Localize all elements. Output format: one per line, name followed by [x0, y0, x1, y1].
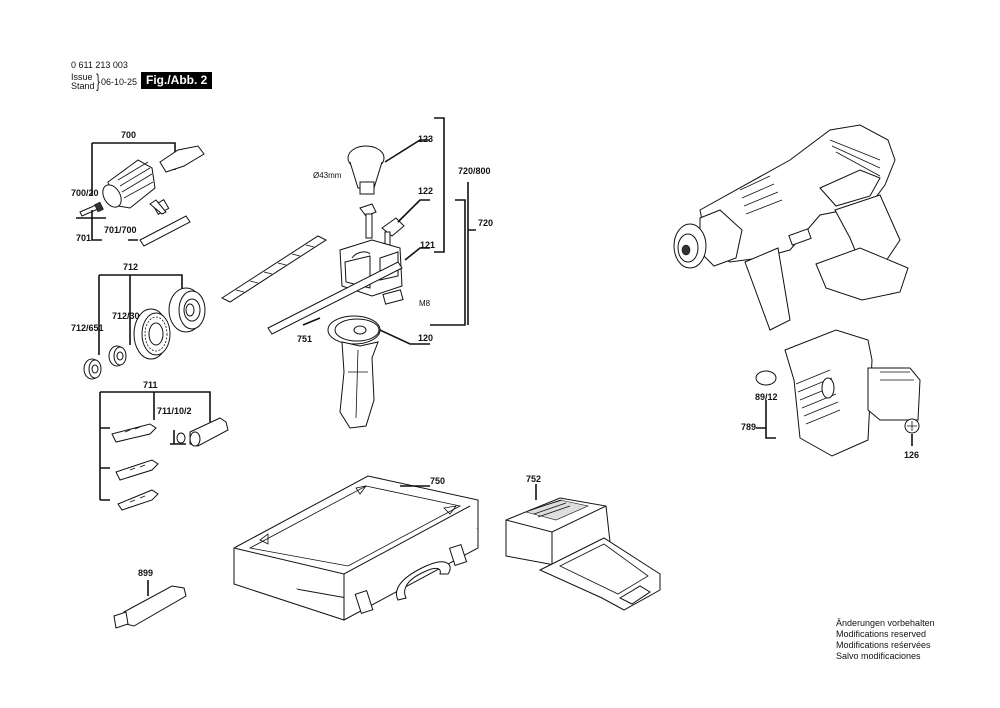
callout-712: 712: [123, 262, 138, 272]
part-750-carrying-case[interactable]: [233, 475, 479, 621]
part-700-drill-chuck[interactable]: [91, 142, 205, 216]
issue-label: Issue: [71, 72, 93, 82]
callout-720: 720: [478, 218, 493, 228]
callout-899: 899: [138, 568, 153, 578]
part-712-651-washers[interactable]: [83, 345, 127, 380]
callout-750: 750: [430, 476, 445, 486]
callout-701: 701: [76, 233, 91, 243]
callout-123: 123: [418, 134, 433, 144]
part-711-10-2-holder[interactable]: [170, 417, 229, 447]
callout-720-800: 720/800: [458, 166, 491, 176]
callout-700: 700: [121, 130, 136, 140]
part-123-clamp-band[interactable]: [347, 139, 430, 195]
callout-122: 122: [418, 186, 433, 196]
part-126-screw[interactable]: [904, 418, 920, 446]
callout-789: 789: [741, 422, 756, 432]
callout-711-10-2: 711/10/2: [157, 406, 192, 416]
callout-89-12: 89/12: [755, 392, 778, 402]
part-120-side-handle[interactable]: [327, 199, 466, 429]
part-701-chuck-key[interactable]: [91, 199, 191, 247]
note-fr: Modifications reśervées: [836, 640, 931, 650]
figure-label: Fig./Abb. 2: [141, 72, 213, 89]
note-de: Änderungen vorbehalten: [836, 618, 935, 628]
callout-751: 751: [297, 334, 312, 344]
callout-711: 711: [143, 380, 158, 390]
callout-752: 752: [526, 474, 541, 484]
part-700-20-screw[interactable]: [76, 201, 106, 219]
callout-126: 126: [904, 450, 919, 460]
part-712-30-gear-ring[interactable]: [133, 308, 171, 360]
callout-M8: M8: [419, 299, 431, 308]
part-122-clamp-screw[interactable]: [359, 199, 430, 249]
callout-712-651: 712/651: [71, 323, 104, 333]
part-789-battery-pack[interactable]: [756, 329, 921, 457]
issue-date: 06-10-25: [101, 77, 138, 87]
callout-712-30: 712/30: [112, 311, 140, 321]
stand-label: Stand: [71, 81, 95, 91]
part-711-screwdriver-bits[interactable]: [99, 391, 211, 511]
part-number: 0 611 213 003: [71, 60, 128, 70]
part-121-depth-stop-holder[interactable]: [339, 117, 445, 305]
rotary-hammer-body[interactable]: [673, 124, 909, 331]
callout-701-700: 701/700: [104, 225, 137, 235]
note-en: Modifications reserved: [836, 629, 927, 639]
part-89-12-label[interactable]: [755, 370, 777, 386]
dim-43mm: Ø43mm: [313, 171, 342, 180]
modification-notes: Änderungen vorbehalten Modifications res…: [836, 618, 935, 662]
part-751-depth-rod[interactable]: [267, 261, 403, 335]
callout-700-20: 700/20: [71, 188, 99, 198]
callout-121: 121: [420, 240, 435, 250]
brace-glyph: }: [96, 71, 100, 91]
callout-120: 120: [418, 333, 433, 343]
part-899-grease-tube[interactable]: [113, 580, 187, 629]
part-752-charger[interactable]: [505, 484, 661, 611]
drill-bit[interactable]: [220, 235, 328, 303]
part-712-ring-set[interactable]: [98, 274, 206, 355]
note-es: Salvo modificaciones: [836, 651, 921, 661]
